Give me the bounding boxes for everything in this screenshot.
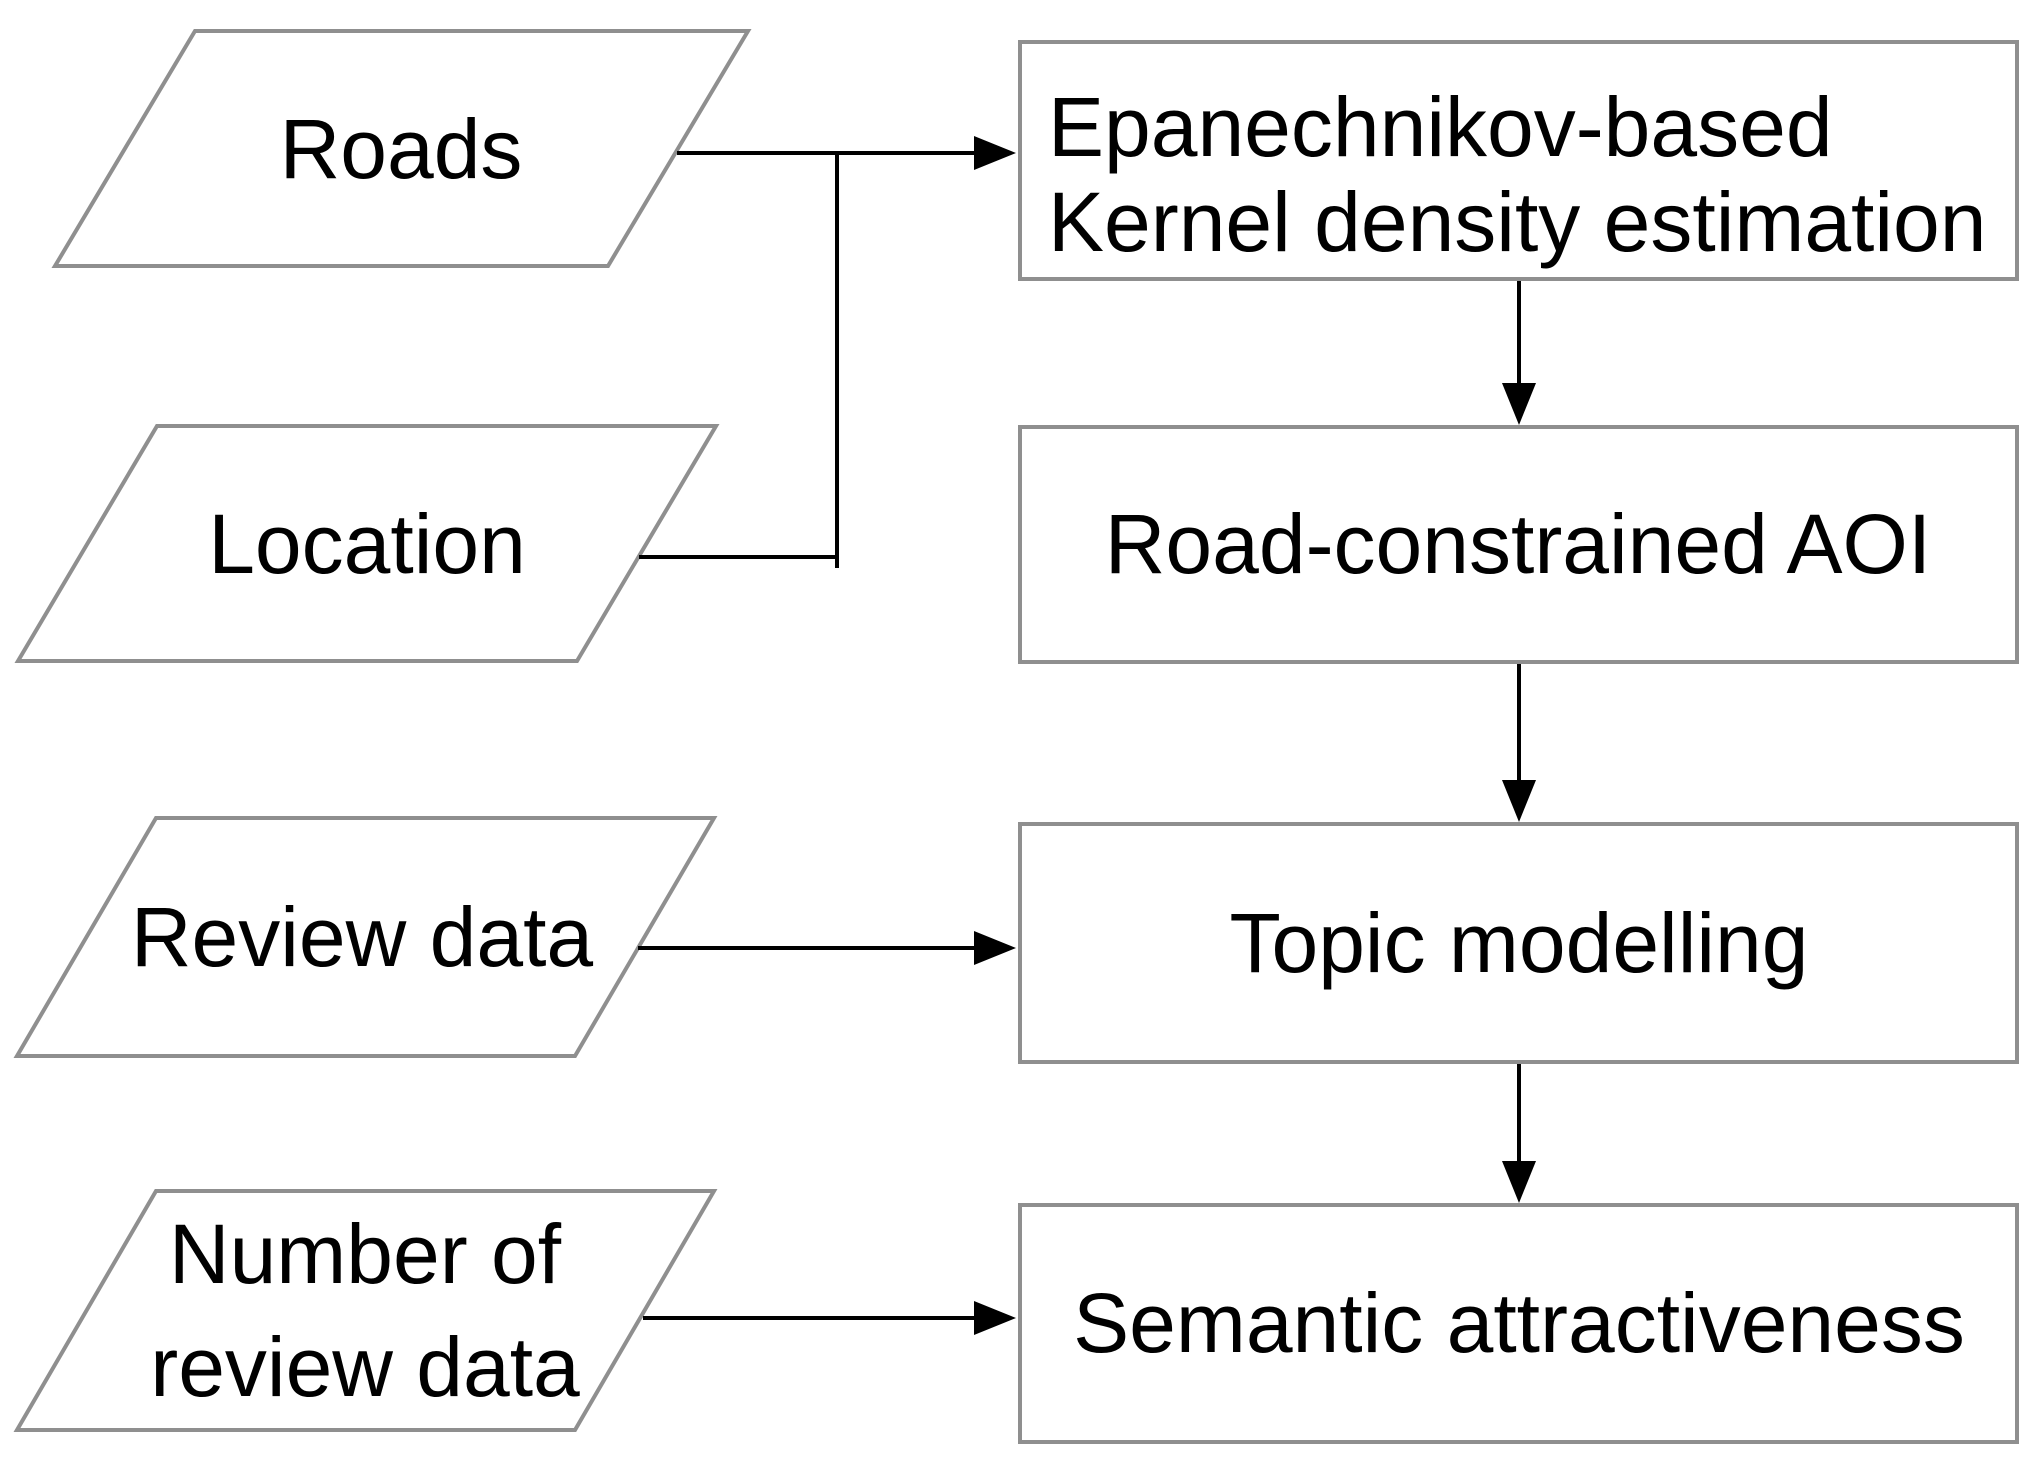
edge-review-data-to-topic-modelling-arrowhead-icon bbox=[974, 931, 1016, 965]
number-of-review-data-label-line1: Number of bbox=[169, 1207, 562, 1301]
review-data-label: Review data bbox=[131, 890, 594, 984]
kernel-density-estimation-label-line2: Kernel density estimation bbox=[1048, 175, 1986, 269]
roads-label: Roads bbox=[280, 102, 523, 196]
road-constrained-aoi-box bbox=[1018, 425, 2019, 664]
location-label: Location bbox=[208, 497, 526, 591]
edge-number-of-review-data-to-semantic-arrowhead-icon bbox=[974, 1301, 1016, 1335]
edge-aoi-to-topic-modelling-arrowhead-icon bbox=[1502, 780, 1536, 822]
edge-topic-modelling-to-semantic-arrowhead-icon bbox=[1502, 1161, 1536, 1203]
topic-modelling-label: Topic modelling bbox=[1230, 896, 1809, 990]
review-data-parallelogram bbox=[13, 816, 718, 1058]
topic-modelling-box bbox=[1018, 822, 2019, 1064]
road-constrained-aoi-label: Road-constrained AOI bbox=[1105, 497, 1931, 591]
number-of-review-data-parallelogram bbox=[13, 1189, 718, 1432]
number-of-review-data-label-line2: review data bbox=[150, 1320, 580, 1414]
semantic-attractiveness-label: Semantic attractiveness bbox=[1073, 1276, 1965, 1370]
location-parallelogram bbox=[14, 424, 720, 663]
roads-parallelogram bbox=[51, 29, 752, 268]
kernel-density-estimation-box bbox=[1018, 40, 2019, 281]
edge-roads-to-kde-arrowhead-icon bbox=[974, 136, 1016, 170]
semantic-attractiveness-box bbox=[1018, 1203, 2019, 1444]
edge-kde-to-aoi-arrowhead-icon bbox=[1502, 383, 1536, 425]
kernel-density-estimation-label-line1: Epanechnikov-based bbox=[1048, 80, 1833, 174]
